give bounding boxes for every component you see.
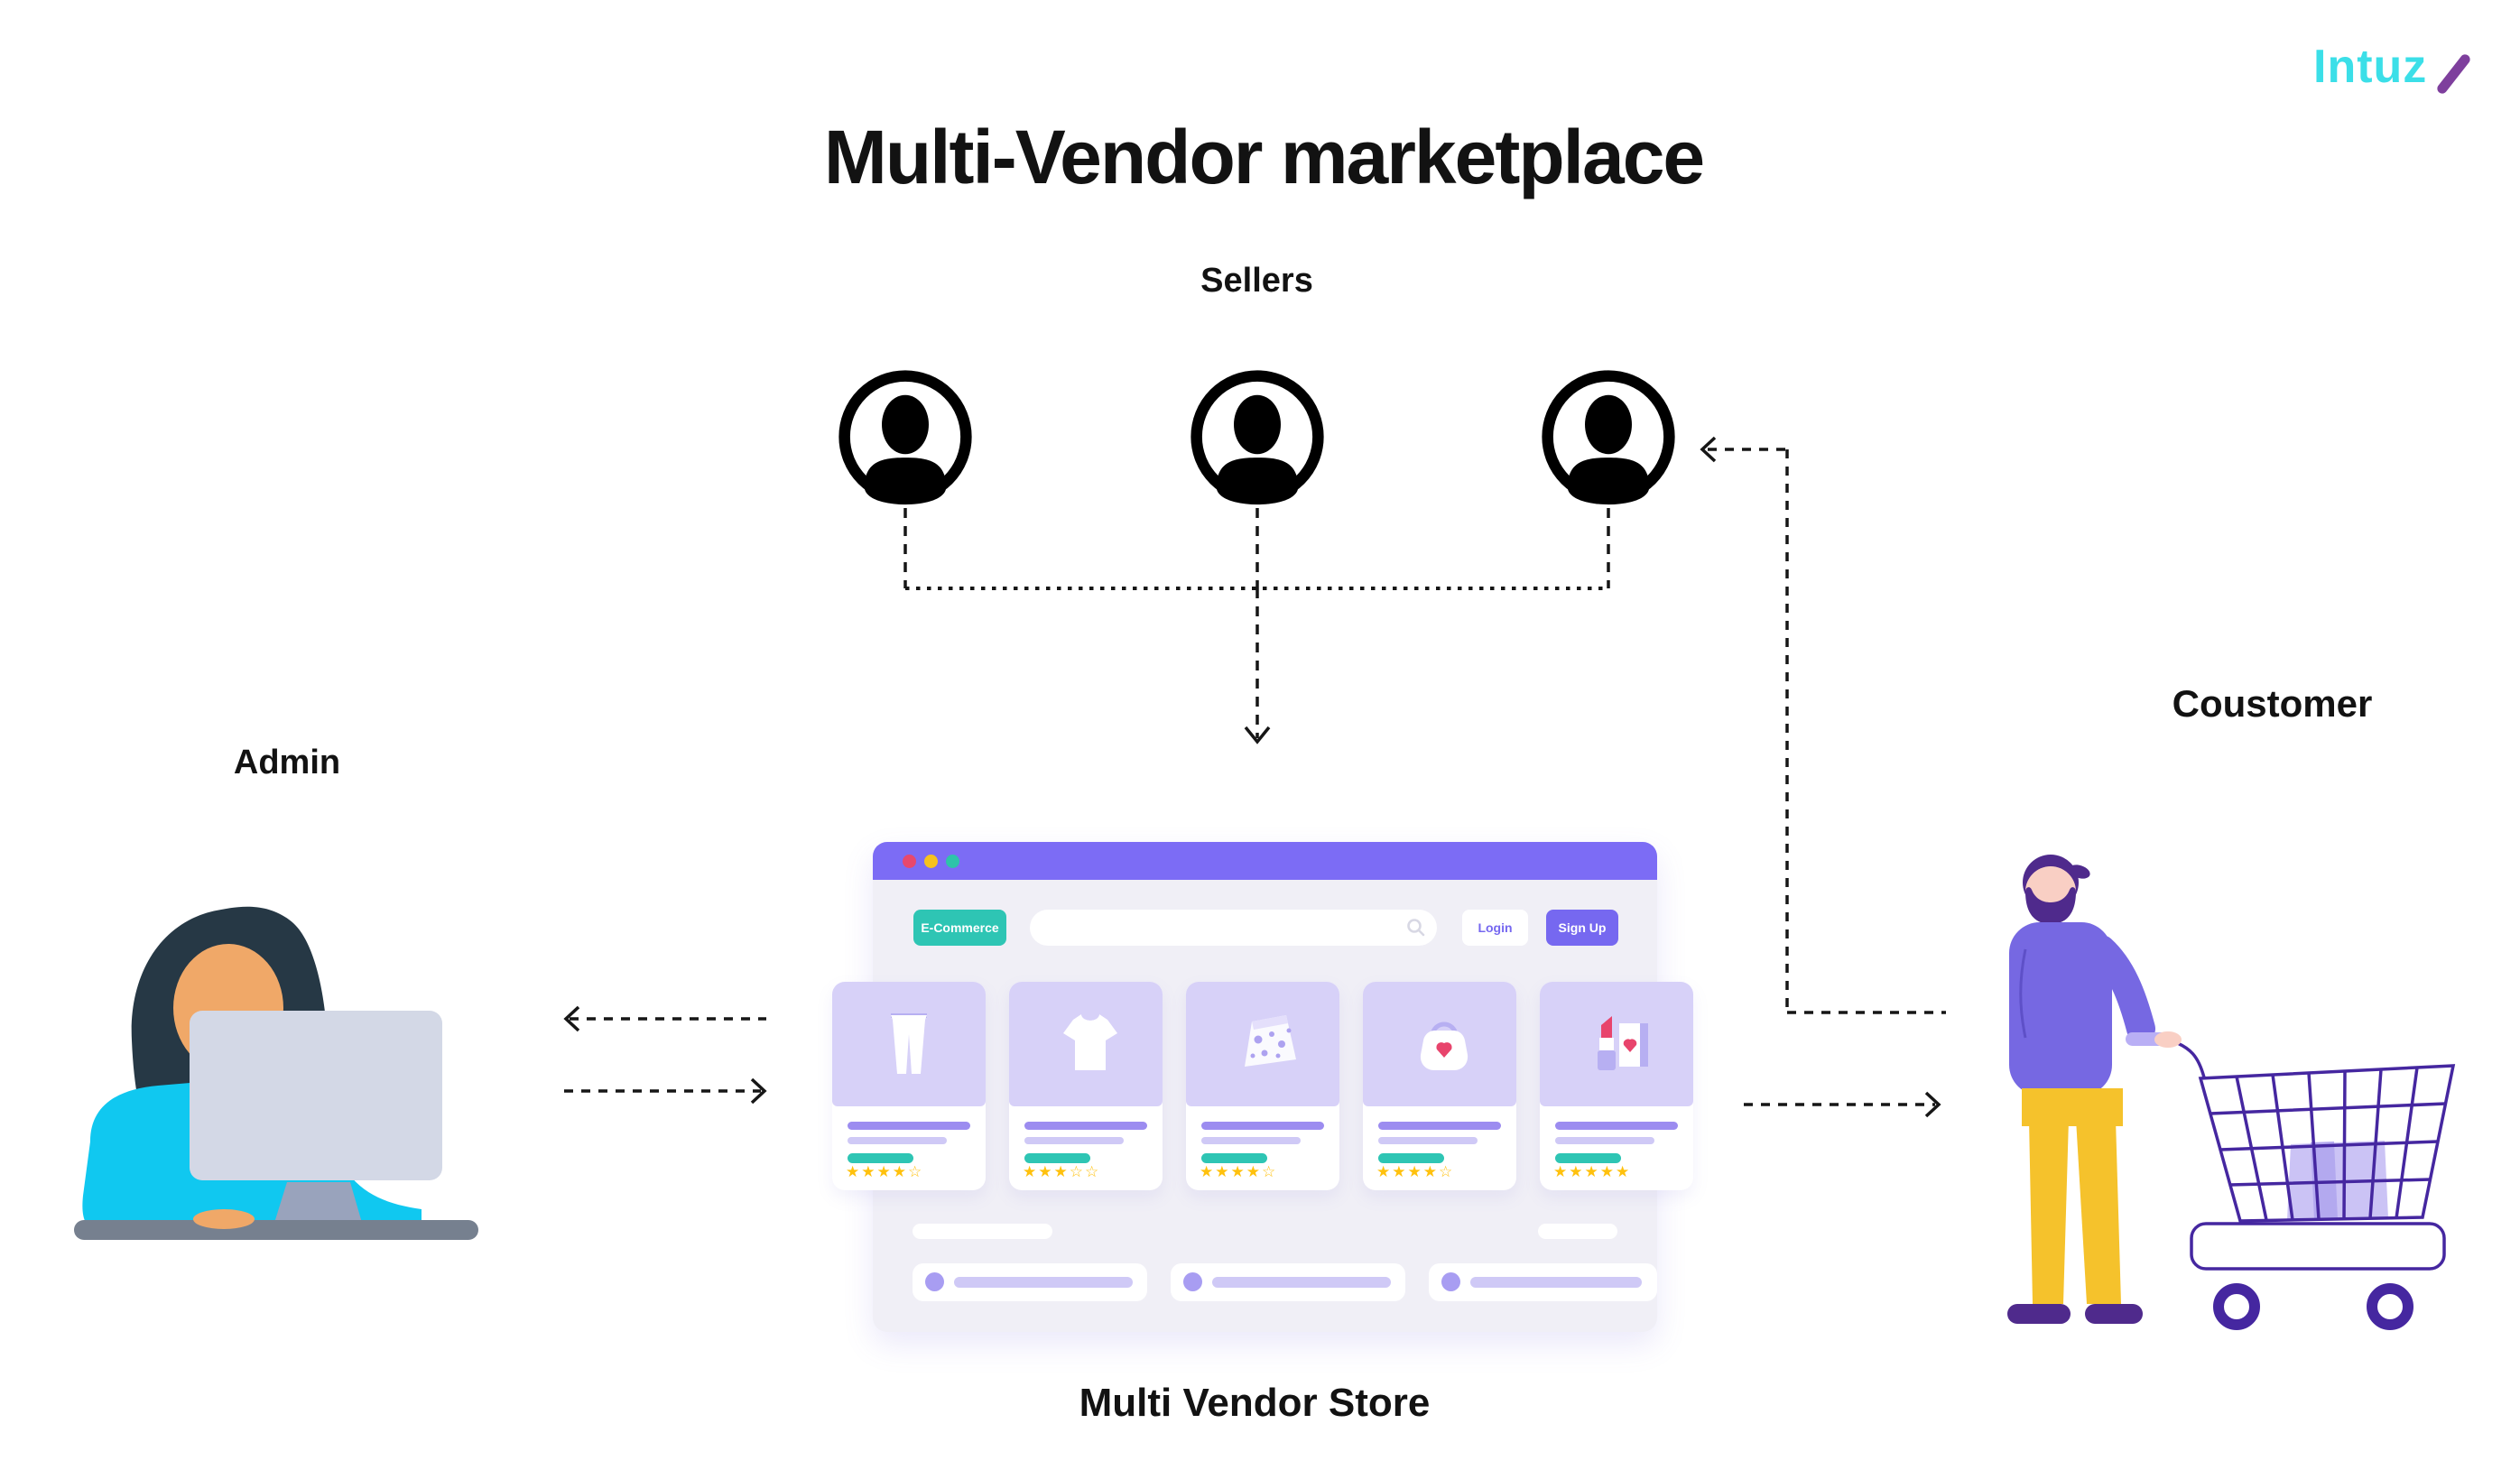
product-card-tshirt: ★★★☆☆ (1009, 982, 1163, 1190)
ecommerce-brand-button[interactable]: E-Commerce (913, 910, 1006, 946)
product-subtitle-bar (1201, 1137, 1301, 1144)
footer-pill (1538, 1224, 1617, 1239)
signup-button[interactable]: Sign Up (1546, 910, 1618, 946)
product-title-bar (1201, 1122, 1324, 1130)
list-item (1171, 1263, 1405, 1301)
product-price-bar (1378, 1153, 1444, 1163)
search-bar[interactable] (1030, 910, 1437, 948)
product-subtitle-bar (1555, 1137, 1654, 1144)
search-icon (1407, 919, 1425, 937)
admin-hand (193, 1209, 255, 1229)
list-avatar (1183, 1272, 1202, 1291)
product-image (1186, 982, 1339, 1106)
seller-avatar-icon (838, 370, 972, 505)
seller-avatar-icon (1542, 370, 1675, 505)
footer-pill (913, 1224, 1052, 1239)
browser-titlebar (873, 842, 1657, 880)
cart-wheel (2367, 1283, 2413, 1330)
tshirt-icon (1063, 1014, 1117, 1070)
product-price-bar (1555, 1153, 1621, 1163)
list-text-bar (954, 1277, 1133, 1288)
heart-icon (1623, 1039, 1637, 1052)
list-item (913, 1263, 1147, 1301)
arrowhead-left (1700, 436, 1717, 463)
admin-illustration (74, 906, 478, 1240)
intuz-logo: Intuz (2313, 40, 2476, 97)
product-card-skirt: ★★★★☆ (1186, 982, 1339, 1190)
search-input[interactable] (1044, 910, 1400, 948)
admin-label: Admin (233, 744, 341, 781)
window-dot-maximize[interactable] (946, 855, 959, 868)
sellers-label: Sellers (1200, 262, 1313, 300)
handbag-icon (1420, 1022, 1468, 1070)
list-item (1429, 1263, 1657, 1301)
heart-icon (1436, 1042, 1452, 1058)
product-image (1009, 982, 1163, 1106)
product-rating: ★★★★★ (1553, 1163, 1632, 1180)
lipstick-icon (1598, 1016, 1648, 1070)
monitor (190, 1011, 442, 1180)
shopping-cart (2167, 1038, 2456, 1271)
skirt-icon (1245, 1015, 1296, 1067)
product-image (1540, 982, 1693, 1106)
monitor-stand (274, 1182, 362, 1223)
product-subtitle-bar (1024, 1137, 1124, 1144)
product-card-lipstick: ★★★★★ (1540, 982, 1693, 1190)
product-price-bar (1201, 1153, 1267, 1163)
customer-hand (2154, 1031, 2182, 1048)
customer-beard (2025, 887, 2076, 924)
product-rating: ★★★☆☆ (1023, 1163, 1101, 1180)
login-button[interactable]: Login (1462, 910, 1528, 946)
product-rating: ★★★★☆ (1376, 1163, 1455, 1180)
product-price-bar (848, 1153, 913, 1163)
product-title-bar (1555, 1122, 1678, 1130)
list-avatar (925, 1272, 944, 1291)
product-title-bar (1024, 1122, 1147, 1130)
product-rating: ★★★★☆ (846, 1163, 924, 1180)
product-subtitle-bar (1378, 1137, 1478, 1144)
product-image (832, 982, 986, 1106)
page-title: Multi-Vendor marketplace (823, 115, 1705, 199)
cart-wheel (2213, 1283, 2260, 1330)
window-dot-close[interactable] (903, 855, 916, 868)
logo-z-accent (2435, 52, 2472, 96)
product-title-bar (848, 1122, 970, 1130)
customer-sweater (2009, 922, 2112, 1096)
product-image (1363, 982, 1516, 1106)
customer-label: Coustomer (2172, 682, 2373, 725)
arrowhead-right (1924, 1091, 1941, 1118)
customer-shoe (2007, 1304, 2071, 1324)
customer-shoe (2085, 1304, 2143, 1324)
product-card-handbag: ★★★★☆ (1363, 982, 1516, 1190)
arrowhead-down (1244, 726, 1271, 744)
window-dot-minimize[interactable] (924, 855, 938, 868)
list-avatar (1441, 1272, 1460, 1291)
product-rating: ★★★★☆ (1200, 1163, 1278, 1180)
list-text-bar (1470, 1277, 1642, 1288)
intuz-logo-text: Intuz (2313, 41, 2428, 93)
product-subtitle-bar (848, 1137, 947, 1144)
customer-arm (2087, 935, 2155, 1043)
product-title-bar (1378, 1122, 1501, 1130)
list-text-bar (1212, 1277, 1391, 1288)
seller-avatar-icon (1191, 370, 1324, 505)
trousers-icon (891, 1013, 927, 1074)
desk (74, 1220, 478, 1240)
product-price-bar (1024, 1153, 1090, 1163)
customer-illustration (2007, 855, 2456, 1330)
arrowhead-right (750, 1077, 767, 1105)
arrowhead-left (563, 1005, 580, 1032)
store-label: Multi Vendor Store (1079, 1381, 1431, 1425)
product-card-trousers: ★★★★☆ (832, 982, 986, 1190)
customer-pants (2029, 1119, 2069, 1304)
